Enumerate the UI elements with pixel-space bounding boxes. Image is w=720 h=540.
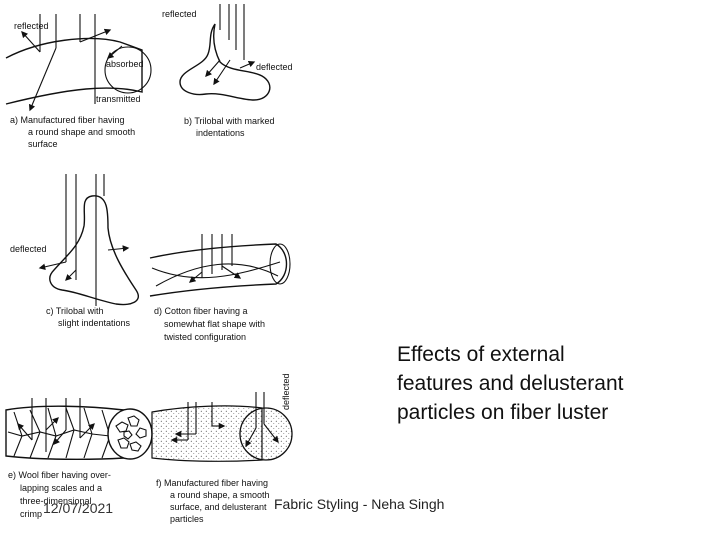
panel-e-caption: lapping scales and a: [20, 483, 102, 493]
panel-d-twisted-fiber: [149, 243, 288, 297]
panel-f-arrow: [245, 427, 257, 448]
panel-c: deflected c) Trilobal with slight indent…: [10, 174, 139, 328]
panel-a-caption: a round shape and smooth: [28, 127, 135, 137]
panel-e-cross-section: [107, 408, 153, 460]
footer-date: 12/07/2021: [43, 500, 114, 516]
panel-d-arrow: [221, 265, 242, 279]
panel-b-trilobal-shape: [179, 23, 271, 101]
panel-a-arrow: [21, 31, 41, 53]
panel-f: deflected f) Manufactured fiber having a…: [151, 373, 293, 524]
panel-c-trilobal-shape: [49, 195, 139, 306]
panel-d-twist-line: [155, 263, 279, 287]
panel-e-arrow: [79, 423, 95, 439]
panel-a-arrow: [28, 47, 57, 112]
slide-caption-line: features and delusterant: [397, 372, 624, 395]
panel-c-arrow: [38, 261, 67, 271]
panel-e-caption: crimp: [20, 509, 42, 519]
panel-b-caption: indentations: [196, 128, 245, 138]
panel-c-arrow: [65, 269, 77, 281]
panel-e-scale-lines: [7, 429, 125, 437]
panel-b-label: reflected: [162, 9, 197, 19]
panel-a: reflected absorbed transmitted a) Manufa…: [5, 14, 152, 149]
panel-a-cross-section: [104, 46, 152, 94]
panel-f-caption: a round shape, a smooth: [170, 490, 270, 500]
fiber-luster-figure: reflected absorbed transmitted a) Manufa…: [5, 4, 293, 524]
panel-e-caption: e) Wool fiber having over-: [8, 470, 111, 480]
panel-a-arrow: [106, 45, 123, 59]
panel-f-caption: surface, and delusterant: [170, 502, 267, 512]
panel-d-caption: twisted configuration: [164, 332, 246, 342]
panel-b-caption: b) Trilobal with marked: [184, 116, 275, 126]
panel-a-arrow: [79, 28, 112, 43]
panel-e-arrow: [17, 423, 33, 441]
panel-b: reflected deflected b) Trilobal with mar…: [162, 4, 293, 138]
panel-e-cells: [115, 415, 147, 452]
panel-e-caption: three-dimensional: [20, 496, 92, 506]
slide-caption: Effects of external features and deluste…: [397, 340, 697, 427]
panel-a-caption: surface: [28, 139, 58, 149]
panel-d-caption: somewhat flat shape with: [164, 319, 265, 329]
panel-b-arrow: [239, 61, 256, 69]
panel-f-caption: particles: [170, 514, 204, 524]
panel-f-caption: f) Manufactured fiber having: [156, 478, 268, 488]
footer-text: Fabric Styling - Neha Singh: [274, 496, 445, 512]
panel-d-arrow: [188, 271, 203, 283]
panel-b-arrow: [213, 59, 231, 86]
panel-d: d) Cotton fiber having a somewhat flat s…: [149, 234, 291, 342]
slide-caption-line: Effects of external: [397, 343, 565, 366]
panel-c-caption: c) Trilobal with: [46, 306, 104, 316]
panel-b-label: deflected: [256, 62, 293, 72]
panel-e-arrow: [45, 417, 59, 431]
panel-d-twist-line: [151, 261, 281, 279]
slide-caption-line: particles on fiber luster: [397, 401, 609, 424]
panel-d-caption: d) Cotton fiber having a: [154, 306, 248, 316]
panel-a-caption: a) Manufactured fiber having: [10, 115, 125, 125]
panel-e-arrow: [53, 429, 67, 446]
panel-f-cross-section: [239, 407, 293, 461]
panel-e: e) Wool fiber having over- lapping scale…: [5, 398, 153, 519]
panel-c-caption: slight indentations: [58, 318, 131, 328]
panel-f-label: deflected: [281, 373, 291, 410]
panel-c-label: deflected: [10, 244, 47, 254]
panel-a-label: absorbed: [106, 59, 144, 69]
panel-a-label: reflected: [14, 21, 49, 31]
panel-d-cross-section: [269, 243, 291, 285]
panel-f-arrow: [263, 423, 279, 444]
panel-a-label: transmitted: [96, 94, 141, 104]
panel-c-arrow: [107, 245, 130, 252]
panel-b-arrow: [205, 59, 221, 77]
